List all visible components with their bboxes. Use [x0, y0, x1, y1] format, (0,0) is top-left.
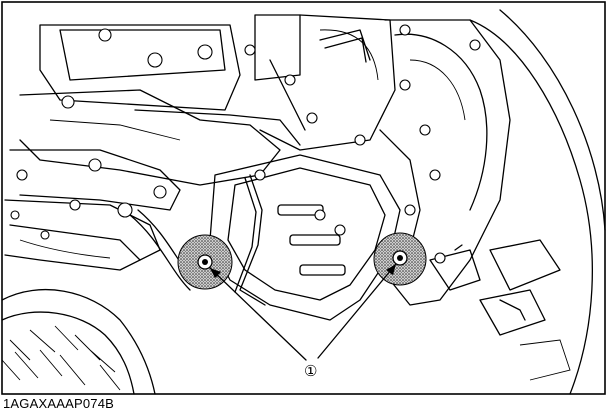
- hydraulic-lines: [129, 29, 371, 291]
- left-tire: [1, 288, 156, 395]
- engine-block: [4, 24, 301, 271]
- right-tire: [469, 9, 606, 395]
- bolts: [10, 24, 481, 264]
- callout-number: ①: [304, 363, 317, 380]
- figure-frame: [1, 1, 606, 395]
- callout-1: ①: [304, 363, 317, 380]
- drain-plug-right: [373, 232, 427, 286]
- callout-leaders: [209, 263, 397, 361]
- image-code: 1AGAXAAAP074B: [3, 396, 114, 411]
